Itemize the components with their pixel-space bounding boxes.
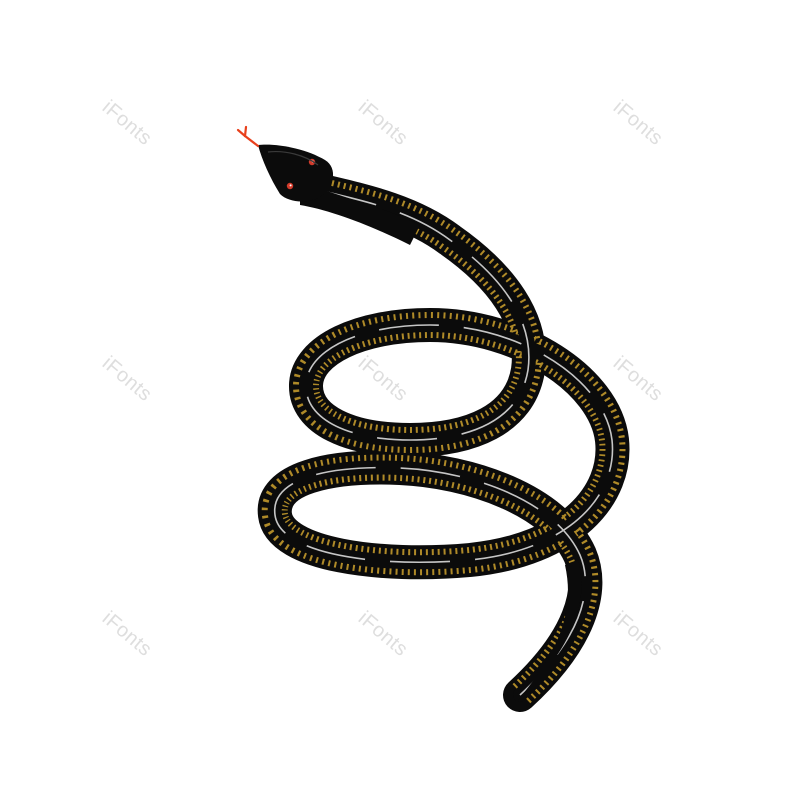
snake-head bbox=[258, 144, 334, 202]
snake-neck bbox=[300, 180, 420, 245]
tongue-icon bbox=[236, 125, 260, 148]
snake-tail bbox=[518, 560, 582, 700]
snake-body bbox=[275, 190, 613, 695]
